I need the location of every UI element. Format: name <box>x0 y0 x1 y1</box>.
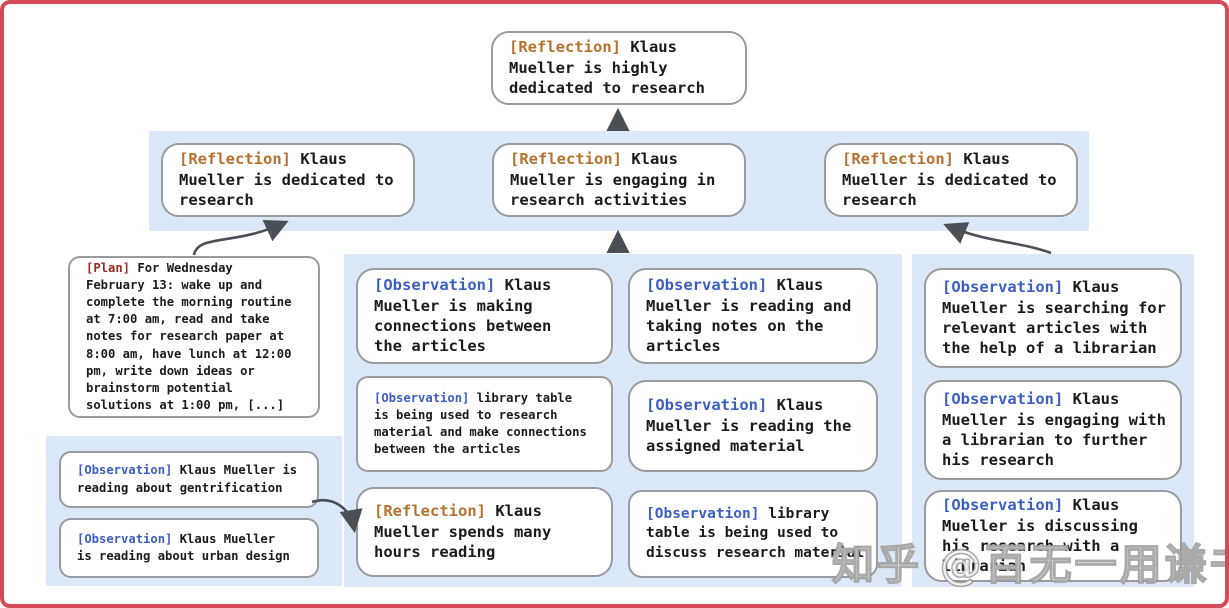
plan-tag: [Plan] <box>86 261 131 276</box>
zhihu-watermark: 知乎 @百无一用谦书生 <box>831 539 1225 590</box>
node-reflection-hours-reading: [Reflection]Klaus Mueller spends many ho… <box>356 487 613 577</box>
node-obs-engaging-librarian: [Observation]Klaus Mueller is engaging w… <box>924 380 1182 480</box>
node-text: For Wednesday February 13: wake up and c… <box>86 261 292 412</box>
observation-tag: [Observation] <box>646 396 768 415</box>
reflection-tag: [Reflection] <box>509 38 621 57</box>
reflection-tag: [Reflection] <box>842 150 954 169</box>
node-text: library table is being used to research … <box>374 390 587 457</box>
node-text: Klaus Mueller is highly dedicated to res… <box>509 38 705 98</box>
reflection-tag: [Reflection] <box>510 150 622 169</box>
observation-tag: [Observation] <box>77 463 173 478</box>
node-plan: [Plan]For Wednesday February 13: wake up… <box>68 256 320 418</box>
node-text: Klaus Mueller is engaging with a librari… <box>942 390 1166 470</box>
node-obs-library-discuss: [Observation]library table is being used… <box>628 490 878 578</box>
node-text: Klaus Mueller is discussing his research… <box>942 496 1138 576</box>
observation-tag: [Observation] <box>942 390 1064 409</box>
observation-tag: [Observation] <box>942 278 1064 297</box>
node-text: Klaus Mueller is making connections betw… <box>374 276 552 356</box>
node-obs-gentrification: [Observation]Klaus Mueller is reading ab… <box>59 451 319 508</box>
node-reflection-root: [Reflection]Klaus Mueller is highly dedi… <box>491 31 747 105</box>
node-obs-taking-notes: [Observation]Klaus Mueller is reading an… <box>628 268 878 364</box>
node-text: Klaus Mueller is reading about gentrific… <box>77 463 298 495</box>
node-text: Klaus Mueller is dedicated to research <box>842 150 1057 210</box>
node-text: Klaus Mueller is dedicated to research <box>179 150 394 210</box>
node-text: Klaus Mueller spends many hours reading <box>374 502 552 562</box>
node-text: Klaus Mueller is engaging in research ac… <box>510 150 716 210</box>
node-text: Klaus Mueller is searching for relevant … <box>942 278 1166 358</box>
node-obs-searching-articles: [Observation]Klaus Mueller is searching … <box>924 268 1182 368</box>
reflection-tag: [Reflection] <box>179 150 291 169</box>
observation-tag: [Observation] <box>374 276 496 295</box>
node-text: library table is being used to discuss r… <box>646 505 865 561</box>
node-text: Klaus Mueller is reading the assigned ma… <box>646 396 852 456</box>
node-reflection-mid: [Reflection]Klaus Mueller is engaging in… <box>492 143 746 217</box>
node-reflection-left: [Reflection]Klaus Mueller is dedicated t… <box>161 143 415 217</box>
node-obs-library-research: [Observation]library table is being used… <box>356 376 613 472</box>
observation-tag: [Observation] <box>646 505 760 522</box>
observation-tag: [Observation] <box>646 276 768 295</box>
node-obs-connections: [Observation]Klaus Mueller is making con… <box>356 268 613 364</box>
node-reflection-right: [Reflection]Klaus Mueller is dedicated t… <box>824 143 1078 217</box>
node-text: Klaus Mueller is reading about urban des… <box>77 531 290 563</box>
node-obs-discussing-librarian: [Observation]Klaus Mueller is discussing… <box>924 490 1182 582</box>
node-obs-assigned-material: [Observation]Klaus Mueller is reading th… <box>628 380 878 472</box>
observation-tag: [Observation] <box>77 531 173 546</box>
node-text: Klaus Mueller is reading and taking note… <box>646 276 852 356</box>
reflection-tag: [Reflection] <box>374 502 486 521</box>
observation-tag: [Observation] <box>942 496 1064 515</box>
observation-tag: [Observation] <box>374 390 470 405</box>
node-obs-urban-design: [Observation]Klaus Mueller is reading ab… <box>59 518 319 578</box>
